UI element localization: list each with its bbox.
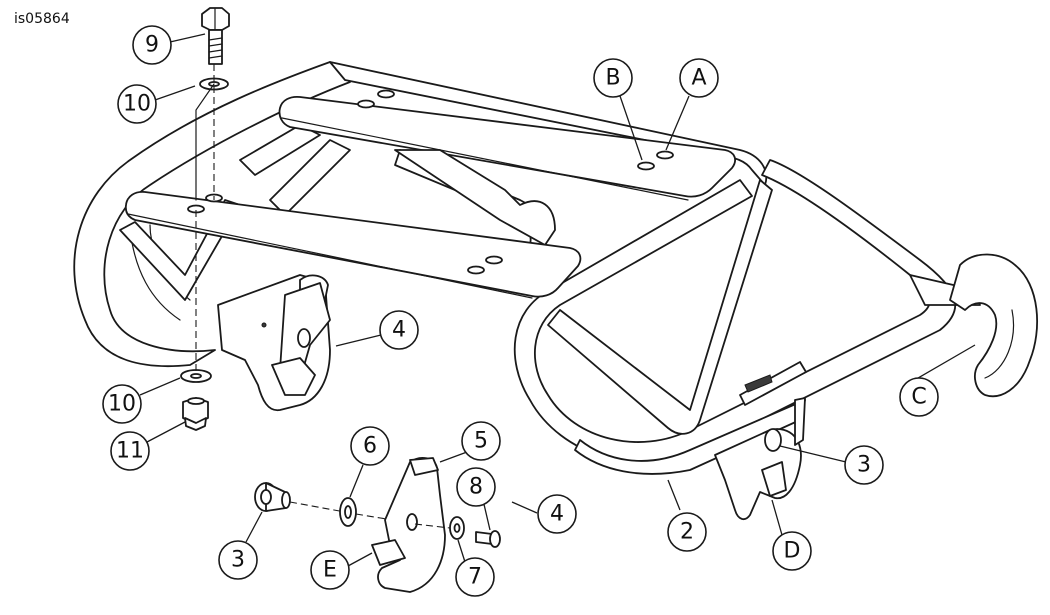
latch-5 <box>371 457 446 593</box>
top-plate-front <box>124 191 582 299</box>
top-plate-rear <box>278 89 736 201</box>
callout-3-right: 3 <box>844 445 884 485</box>
callout-d-label: D <box>784 539 801 564</box>
hole-a <box>656 150 674 160</box>
rack-right-brace <box>547 179 773 435</box>
leader-lines <box>139 33 976 567</box>
callout-6: 6 <box>350 426 390 466</box>
callout-3-left-label: 3 <box>231 548 245 573</box>
rack-left-loop <box>73 61 351 368</box>
callout-5: 5 <box>461 421 501 461</box>
callout-e: E <box>310 550 350 590</box>
callout-e-label: E <box>323 558 337 583</box>
callout-7-label: 7 <box>468 565 482 590</box>
screw-8 <box>475 530 501 548</box>
callout-4-left-label: 4 <box>392 318 406 343</box>
callout-11-label: 11 <box>116 439 144 464</box>
hook-c <box>949 253 1039 398</box>
callout-b-label: B <box>605 66 620 91</box>
callout-4-right-label: 4 <box>550 502 564 527</box>
callout-5-label: 5 <box>474 429 488 454</box>
bolt-9 <box>201 7 230 65</box>
right-mount-bracket <box>714 397 806 521</box>
document-id: is05864 <box>14 11 70 27</box>
spacer-3 <box>254 482 291 512</box>
callout-3-left: 3 <box>218 540 258 580</box>
callout-10-bottom: 10 <box>102 384 142 424</box>
callout-7: 7 <box>455 557 495 597</box>
callout-c-label: C <box>911 385 926 410</box>
callout-b: B <box>593 58 633 98</box>
callout-11: 11 <box>110 431 150 471</box>
rack-cross-tube <box>239 124 321 176</box>
nut-11 <box>182 397 209 431</box>
left-mount-bracket <box>217 274 331 412</box>
callout-3-right-label: 3 <box>857 453 871 478</box>
callout-d: D <box>772 531 812 571</box>
center-bracket <box>394 149 556 246</box>
callout-8: 8 <box>456 467 496 507</box>
callout-4-left: 4 <box>379 310 419 350</box>
callout-8-label: 8 <box>469 475 483 500</box>
callout-2-label: 2 <box>680 520 694 545</box>
callout-a: A <box>679 58 719 98</box>
callout-2: 2 <box>667 512 707 552</box>
callout-10-top: 10 <box>117 84 157 124</box>
callout-c: C <box>899 377 939 417</box>
callout-4-right: 4 <box>537 494 577 534</box>
callout-6-label: 6 <box>363 434 377 459</box>
callout-10-top-label: 10 <box>123 92 151 117</box>
callout-a-label: A <box>691 66 706 91</box>
callout-9: 9 <box>132 25 172 65</box>
hole-b <box>637 161 655 171</box>
callout-10-bottom-label: 10 <box>108 392 136 417</box>
rack-right-loop <box>513 159 957 464</box>
callout-9-label: 9 <box>145 33 159 58</box>
